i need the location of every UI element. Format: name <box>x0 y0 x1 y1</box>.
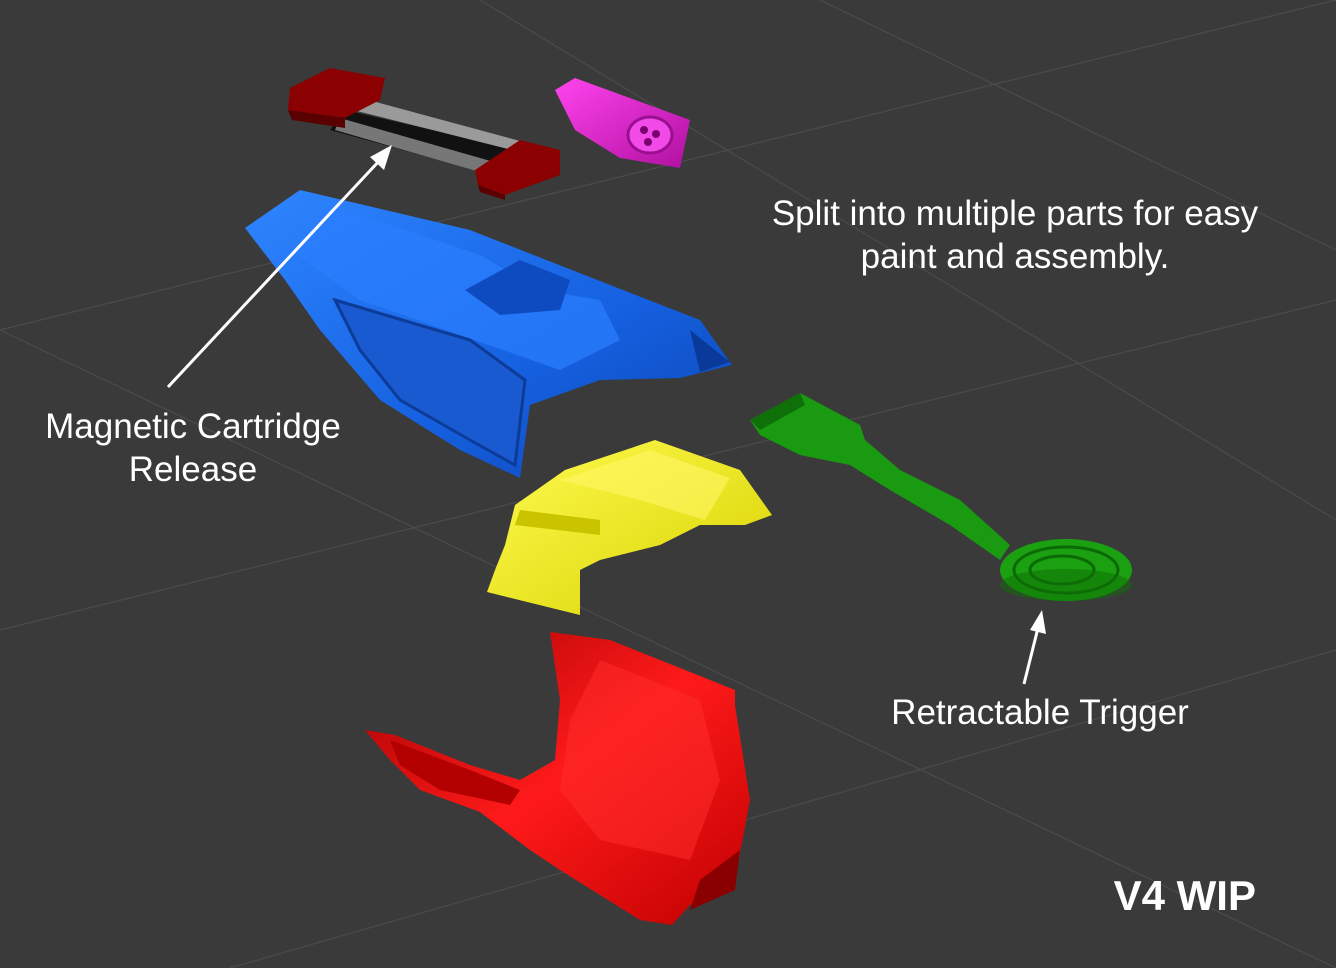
split-annotation: Split into multiple parts for easy paint… <box>760 192 1270 278</box>
blue-main-body <box>245 190 732 478</box>
split-annotation-line2: paint and assembly. <box>860 237 1170 276</box>
split-annotation-line1: Split into multiple parts for easy <box>771 194 1259 233</box>
red-lower-grip <box>365 632 750 925</box>
magnetic-cartridge-release-part <box>288 68 560 200</box>
magenta-top-piece <box>555 78 690 168</box>
magnetic-release-label-line2: Release <box>128 450 258 489</box>
magnetic-release-label: Magnetic Cartridge Release <box>30 405 356 491</box>
version-badge: V4 WIP <box>1113 872 1256 919</box>
retractable-trigger-part <box>750 393 1132 601</box>
yellow-shell <box>487 440 772 615</box>
magnetic-release-label-line1: Magnetic Cartridge <box>45 407 341 446</box>
trigger-arrow <box>1022 610 1046 685</box>
magnetic-arrow <box>166 145 392 389</box>
retractable-trigger-label: Retractable Trigger <box>891 693 1189 732</box>
